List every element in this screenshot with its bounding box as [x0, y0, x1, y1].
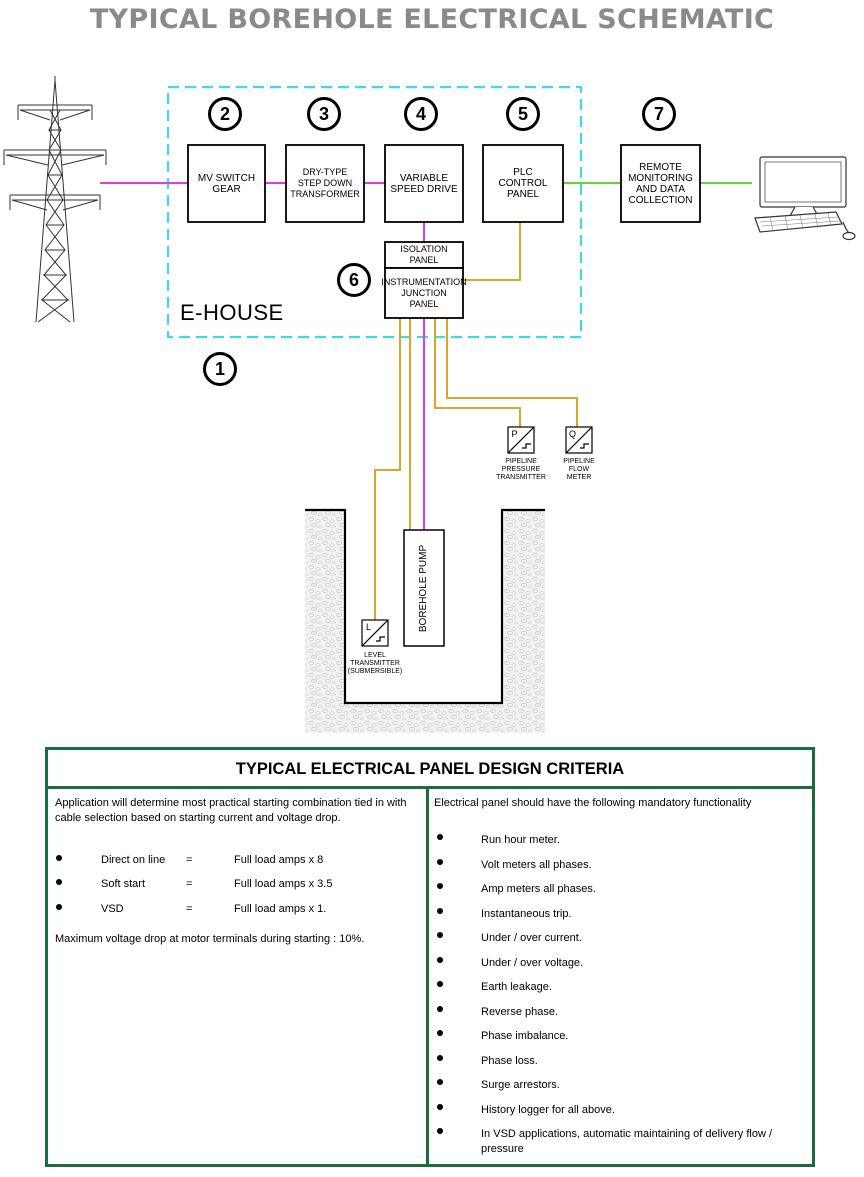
bullet — [437, 956, 443, 963]
computer-icon — [754, 156, 856, 241]
functionality-item: Phase loss. — [481, 1054, 538, 1067]
bullet — [437, 1079, 443, 1085]
level-transmitter-label: LEVEL TRANSMITTER (SUBMERSIBLE) — [347, 652, 403, 675]
vsd-box — [384, 144, 464, 223]
bullet — [56, 879, 62, 885]
criteria-left-column: Application will determine most practica… — [48, 789, 429, 1164]
criteria-right-column: Electrical panel should have the followi… — [429, 789, 812, 1164]
number-badge-7: 7 — [642, 97, 676, 131]
level-transmitter-icon — [361, 619, 389, 647]
pressure-transmitter-label: PIPELINE PRESSURE TRANSMITTER — [496, 458, 546, 481]
functionality-item: Earth leakage. — [481, 981, 552, 993]
functionality-item: Run hour meter. — [481, 834, 560, 846]
method-value: Full load amps x 8 — [234, 854, 324, 866]
borehole-pump-label: BOREHOLE PUMP — [418, 544, 430, 632]
junction-panel-box — [384, 267, 464, 319]
borehole-pump-label-wrap: BOREHOLE PUMP — [404, 530, 444, 646]
bullet — [437, 1128, 443, 1134]
transmission-tower-icon — [3, 76, 107, 323]
isolation-panel-label: ISOLATION PANEL — [400, 244, 448, 265]
criteria-title: TYPICAL ELECTRICAL PANEL DESIGN CRITERIA — [48, 750, 812, 789]
method-eq: = — [186, 854, 193, 866]
bullet — [437, 858, 443, 865]
method-eq: = — [186, 878, 193, 890]
number-badge-4: 4 — [404, 97, 438, 131]
power-lines — [100, 182, 425, 532]
transformer-box — [285, 144, 365, 223]
ehouse-label: E-HOUSE — [180, 300, 284, 325]
functionality-item: Reverse phase. — [481, 1005, 559, 1018]
bullet — [437, 932, 443, 938]
isolation-panel-box — [384, 241, 464, 269]
functionality-item: Under / over current. — [481, 932, 582, 944]
pressure-transmitter-icon — [507, 426, 535, 454]
signal-lines — [374, 222, 578, 620]
plc-label: PLC CONTROL PANEL — [498, 167, 548, 200]
flow-meter-label: PIPELINE FLOW METER — [563, 458, 595, 481]
flow-symbol: Q — [568, 429, 576, 439]
page-title: TYPICAL BOREHOLE ELECTRICAL SCHEMATIC — [89, 4, 775, 35]
functionality-item: History logger for all above. — [481, 1103, 615, 1116]
voltage-drop-note: Maximum voltage drop at motor terminals … — [55, 933, 365, 945]
bullet — [437, 981, 443, 987]
mv-switchgear-label: MV SWITCH GEAR — [197, 172, 256, 195]
transformer-label: DRY-TYPE STEP DOWN TRANSFORMER — [290, 167, 360, 199]
number-badge-6: 6 — [337, 263, 371, 297]
number-badge-5: 5 — [506, 97, 540, 131]
functionality-item: Instantaneous trip. — [481, 907, 572, 920]
functionality-item: In VSD applications, automatic maintaini… — [481, 1128, 773, 1155]
ehouse-boundary — [166, 85, 583, 339]
schematic-diagram — [3, 76, 856, 733]
functionality-item: Amp meters all phases. — [481, 883, 596, 895]
bullet — [56, 855, 62, 861]
pressure-symbol: P — [511, 429, 518, 439]
bullet — [437, 834, 443, 840]
method-name: VSD — [101, 903, 124, 915]
vsd-label: VARIABLE SPEED DRIVE — [390, 172, 458, 195]
functionality-item: Volt meters all phases. — [481, 858, 592, 871]
number-badge-1: 1 — [203, 352, 237, 386]
functionality-intro: Electrical panel should have the followi… — [434, 797, 752, 809]
remote-monitoring-label: REMOTE MONITORING AND DATA COLLECTION — [628, 161, 693, 206]
flow-meter-icon — [565, 426, 593, 454]
method-name: Soft start — [101, 878, 146, 890]
plc-box — [482, 144, 564, 223]
number-badge-2: 2 — [208, 97, 242, 131]
starting-intro: Application will determine most practica… — [55, 797, 407, 824]
method-name: Direct on line — [101, 854, 166, 866]
design-criteria-table: TYPICAL ELECTRICAL PANEL DESIGN CRITERIA… — [45, 747, 815, 1167]
bullet — [437, 1005, 443, 1012]
functionality-item: Surge arrestors. — [481, 1079, 560, 1091]
number-badge-3: 3 — [307, 97, 341, 131]
bullet — [437, 1030, 443, 1036]
method-value: Full load amps x 1. — [234, 903, 327, 915]
mv-switchgear-box — [187, 144, 266, 223]
bullet — [437, 883, 443, 889]
junction-panel-label: INSTRUMENTATION JUNCTION PANEL — [381, 276, 467, 309]
borehole-pump-box — [403, 529, 445, 647]
remote-monitoring-box — [620, 144, 701, 223]
bullet — [56, 904, 62, 910]
functionality-item: Under / over voltage. — [481, 956, 584, 969]
level-symbol: L — [365, 622, 371, 632]
functionality-item: Phase imbalance. — [481, 1030, 569, 1042]
bullet — [437, 1054, 443, 1061]
bullet — [437, 1103, 443, 1110]
borehole — [305, 508, 545, 733]
method-value: Full load amps x 3.5 — [234, 878, 333, 890]
method-eq: = — [186, 903, 193, 915]
bullet — [437, 907, 443, 914]
